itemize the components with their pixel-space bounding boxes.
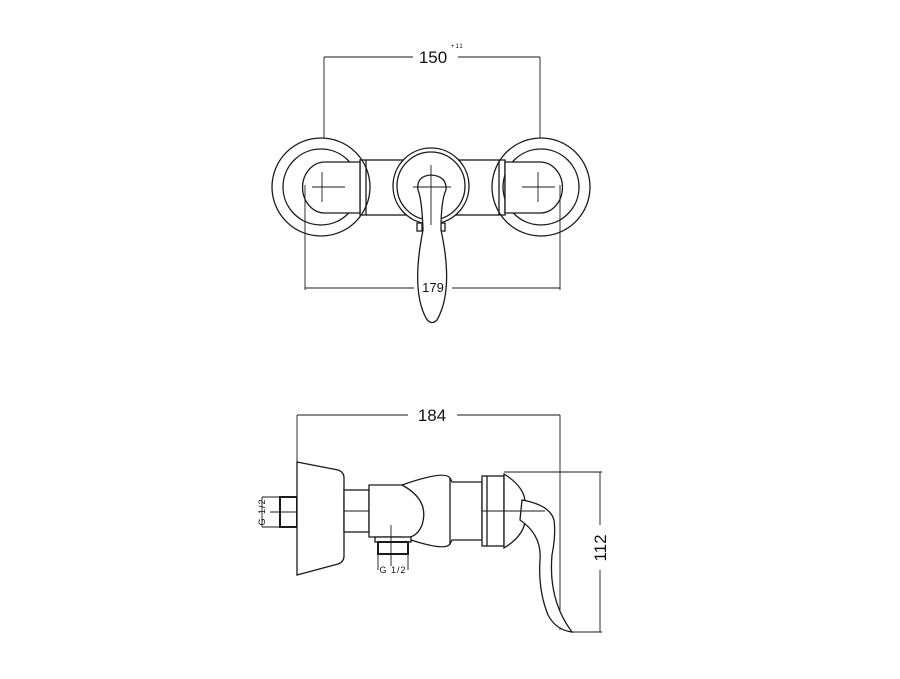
dimension-184-label: 184 xyxy=(418,406,446,425)
side-lever-handle xyxy=(519,499,574,633)
inlet-thread-label: G 1/2 xyxy=(257,498,267,525)
side-view: 184 G 1/2 G 1/2 xyxy=(257,406,610,633)
left-eccentric xyxy=(271,137,371,237)
outlet-pipe: G 1/2 xyxy=(374,525,412,575)
dimension-112: 112 xyxy=(504,471,610,633)
dimension-112-label: 112 xyxy=(591,534,610,561)
inlet-pipe: G 1/2 xyxy=(257,496,300,528)
dimension-184: 184 xyxy=(296,406,561,630)
valve-body xyxy=(368,474,483,548)
wall-flange xyxy=(296,461,345,576)
outlet-thread-label: G 1/2 xyxy=(379,565,406,575)
dimension-179-label: 179 xyxy=(422,280,444,295)
dimension-150: 150 +11 xyxy=(323,44,541,138)
lever-handle xyxy=(413,165,451,324)
right-eccentric xyxy=(491,137,591,237)
dimension-179: 179 xyxy=(304,185,561,295)
dimension-150-label: 150 xyxy=(419,48,447,67)
front-view: 150 +11 xyxy=(271,44,591,324)
tolerance-label: +11 xyxy=(451,44,464,50)
